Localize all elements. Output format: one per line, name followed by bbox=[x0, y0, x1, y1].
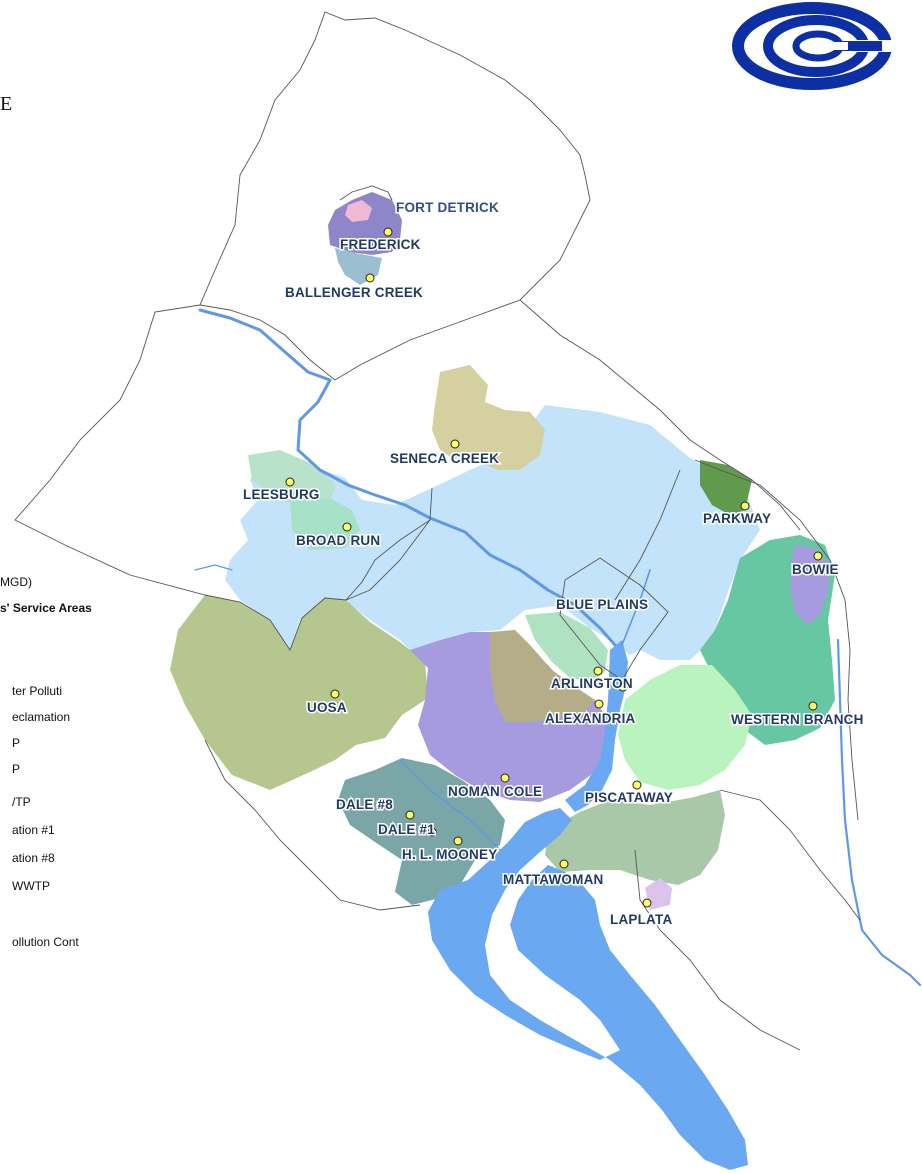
label-uosa: UOSA bbox=[307, 700, 347, 715]
label-ballenger-creek: BALLENGER CREEK bbox=[285, 285, 423, 300]
area-mooney-dale[interactable] bbox=[338, 758, 505, 905]
legend-line: /TP bbox=[12, 795, 31, 809]
anacostia-river bbox=[621, 569, 651, 646]
gc-logo bbox=[732, 2, 900, 90]
patuxent-river bbox=[836, 638, 922, 987]
potomac-river bbox=[198, 308, 617, 647]
gc-logo-core-gap bbox=[832, 42, 848, 50]
label-piscataway: PISCATAWAY bbox=[585, 790, 673, 805]
legend-line: s' Service Areas bbox=[0, 601, 92, 615]
fairfax-boundary bbox=[204, 739, 421, 911]
plant-marker[interactable] bbox=[740, 501, 750, 511]
county-divider-1 bbox=[614, 469, 681, 601]
plant-marker[interactable] bbox=[593, 666, 603, 676]
plant-marker[interactable] bbox=[453, 836, 463, 846]
area-seneca-creek[interactable] bbox=[432, 365, 545, 470]
area-parkway[interactable] bbox=[700, 460, 752, 515]
montgomery-county-boundary bbox=[519, 299, 801, 531]
rivers bbox=[194, 308, 922, 987]
legend-line: P bbox=[12, 736, 20, 750]
legend-line: MGD) bbox=[0, 575, 32, 589]
plant-marker[interactable] bbox=[632, 780, 642, 790]
fort-detrick-outline bbox=[339, 185, 393, 201]
plant-marker[interactable] bbox=[365, 273, 375, 283]
plant-marker[interactable] bbox=[559, 859, 569, 869]
plant-marker[interactable] bbox=[594, 699, 604, 709]
label-dale-1: DALE #1 bbox=[378, 822, 435, 837]
label-alexandria: ALEXANDRIA bbox=[545, 711, 636, 726]
label-h-l-mooney: H. L. MOONEY bbox=[402, 847, 497, 862]
legend-line: ation #1 bbox=[12, 823, 55, 837]
area-mattawoman[interactable] bbox=[545, 790, 725, 885]
plant-marker[interactable] bbox=[405, 810, 415, 820]
occoquan-river bbox=[399, 759, 501, 851]
label-dale-8: DALE #8 bbox=[336, 797, 393, 812]
prince-georges-boundary bbox=[694, 459, 859, 821]
plant-marker[interactable] bbox=[330, 689, 340, 699]
dc-boundary bbox=[559, 557, 669, 681]
gc-logo-bar bbox=[840, 41, 882, 51]
frederick-county-boundary bbox=[199, 11, 591, 381]
service-area-labels: FORT DETRICK FREDERICK BALLENGER CREEK S… bbox=[242, 199, 865, 929]
label-leesburg: LEESBURG bbox=[243, 487, 320, 502]
label-western-branch: WESTERN BRANCH bbox=[731, 712, 864, 727]
label-seneca-creek: SENECA CREEK bbox=[390, 451, 499, 466]
area-piscataway[interactable] bbox=[618, 665, 752, 790]
label-arlington: ARLINGTON bbox=[551, 676, 633, 691]
plant-marker[interactable] bbox=[285, 477, 295, 487]
plant-marker[interactable] bbox=[450, 439, 460, 449]
county-divider-2 bbox=[345, 487, 433, 601]
label-fort-detrick: FORT DETRICK bbox=[396, 200, 499, 215]
county-divider-3 bbox=[634, 849, 801, 1051]
plant-marker[interactable] bbox=[642, 898, 652, 908]
legend-line: WWTP bbox=[12, 879, 50, 893]
plant-marker[interactable] bbox=[808, 701, 818, 711]
area-blue-plains[interactable] bbox=[225, 405, 760, 660]
charles-county-boundary bbox=[719, 789, 861, 921]
loudoun-county-boundary bbox=[14, 304, 431, 651]
area-frederick[interactable] bbox=[328, 192, 402, 255]
legend-line: ollution Cont bbox=[12, 935, 79, 949]
plant-markers bbox=[285, 227, 823, 908]
boundaries bbox=[14, 11, 861, 1051]
plant-marker[interactable] bbox=[383, 227, 393, 237]
label-frederick: FREDERICK bbox=[340, 237, 421, 252]
water-bodies bbox=[428, 640, 748, 1170]
legend-line: eclamation bbox=[12, 710, 70, 724]
legend-line: ation #8 bbox=[12, 851, 55, 865]
area-alexandria[interactable] bbox=[490, 630, 595, 722]
label-laplata: LAPLATA bbox=[610, 912, 672, 927]
area-laplata[interactable] bbox=[645, 878, 672, 910]
legend: E MGD) s' Service Areas ter Polluti ecla… bbox=[0, 93, 92, 949]
header-letter: E bbox=[0, 93, 12, 115]
label-blue-plains: BLUE PLAINS bbox=[556, 597, 648, 612]
potomac-tributary bbox=[194, 564, 233, 571]
area-leesburg[interactable] bbox=[248, 450, 336, 505]
label-broad-run: BROAD RUN bbox=[296, 533, 380, 548]
plant-marker[interactable] bbox=[813, 551, 823, 561]
plant-marker[interactable] bbox=[342, 522, 352, 532]
label-mattawoman: MATTAWOMAN bbox=[503, 872, 603, 887]
area-fort-detrick[interactable] bbox=[345, 200, 372, 222]
area-bowie[interactable] bbox=[790, 545, 830, 625]
potomac-upper bbox=[565, 640, 628, 812]
service-areas bbox=[170, 192, 835, 910]
plant-marker[interactable] bbox=[500, 773, 510, 783]
legend-line: P bbox=[12, 762, 20, 776]
plant-marker[interactable] bbox=[618, 682, 628, 692]
area-arlington[interactable] bbox=[525, 612, 608, 682]
area-broad-run[interactable] bbox=[290, 498, 360, 550]
label-bowie: BOWIE bbox=[792, 562, 839, 577]
legend-line: ter Polluti bbox=[12, 684, 62, 698]
label-noman-cole: NOMAN COLE bbox=[448, 784, 542, 799]
potomac-estuary bbox=[428, 808, 748, 1170]
area-uosa[interactable] bbox=[170, 595, 428, 790]
label-parkway: PARKWAY bbox=[703, 511, 771, 526]
plant-marker[interactable] bbox=[427, 827, 437, 837]
